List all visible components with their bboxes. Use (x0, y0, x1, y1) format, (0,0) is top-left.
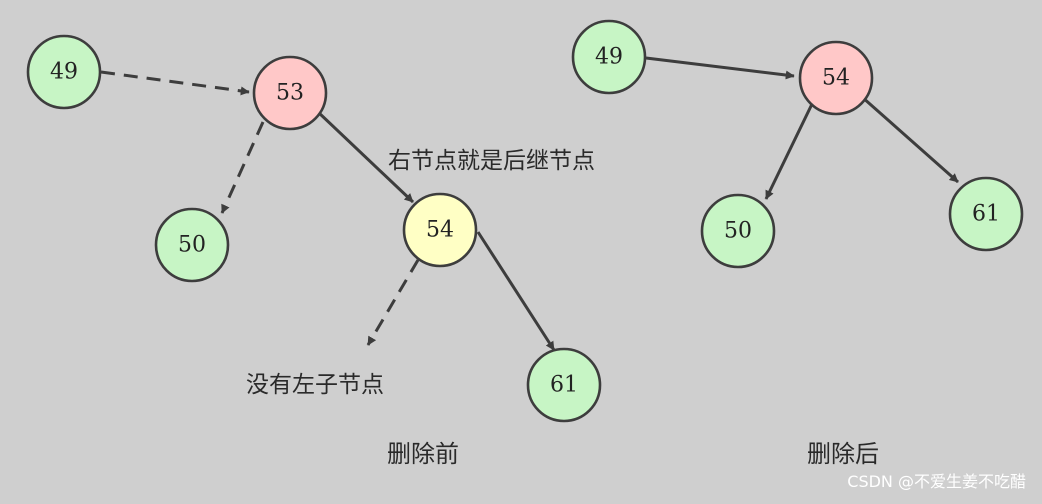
caption-after: 删除后 (807, 440, 879, 468)
node-54-after: 54 (798, 40, 874, 116)
node-label: 54 (822, 66, 850, 91)
edge-54-to-61-before (476, 231, 556, 351)
node-61-before: 61 (526, 347, 602, 423)
node-label: 61 (550, 373, 578, 398)
caption-before: 删除前 (387, 440, 459, 468)
node-circle (571, 19, 647, 95)
node-circle (154, 207, 230, 283)
node-49-after: 49 (571, 19, 647, 95)
edge-54-to-missing-left-before (366, 259, 420, 346)
node-circle (526, 347, 602, 423)
node-61-after: 61 (948, 176, 1024, 252)
node-50-before: 50 (154, 207, 230, 283)
node-label: 53 (276, 81, 304, 106)
node-label: 49 (595, 45, 623, 70)
node-label: 50 (178, 233, 206, 258)
node-label: 54 (426, 218, 454, 243)
annotation-successor: 右节点就是后继节点 (388, 148, 595, 174)
edge-54-to-50-after (764, 103, 814, 200)
node-circle (252, 55, 328, 131)
node-label: 49 (50, 60, 78, 85)
node-circle (798, 40, 874, 116)
edge-49-to-54-after (645, 56, 795, 80)
node-54-before: 54 (402, 192, 478, 268)
edge-53-to-50-before (220, 121, 265, 214)
node-circle (948, 176, 1024, 252)
edge-53-to-54-before (316, 110, 415, 204)
node-53-before: 53 (252, 55, 328, 131)
annotation-no-left-child: 没有左子节点 (246, 372, 384, 398)
edge-49-to-53-before (100, 70, 250, 96)
before-tree: 49 53 50 54 61 右节点就是后继节点 没有左子节点 删除前 (26, 34, 602, 468)
node-50-after: 50 (700, 193, 776, 269)
node-label: 50 (724, 219, 752, 244)
after-tree: 49 54 50 61 删除后 (571, 19, 1024, 468)
node-label: 61 (972, 202, 1000, 227)
node-circle (402, 192, 478, 268)
node-49-before: 49 (26, 34, 102, 110)
edge-54-to-61-after (861, 95, 959, 184)
watermark: CSDN @不爱生姜不吃醋 (847, 472, 1026, 491)
node-circle (700, 193, 776, 269)
node-circle (26, 34, 102, 110)
